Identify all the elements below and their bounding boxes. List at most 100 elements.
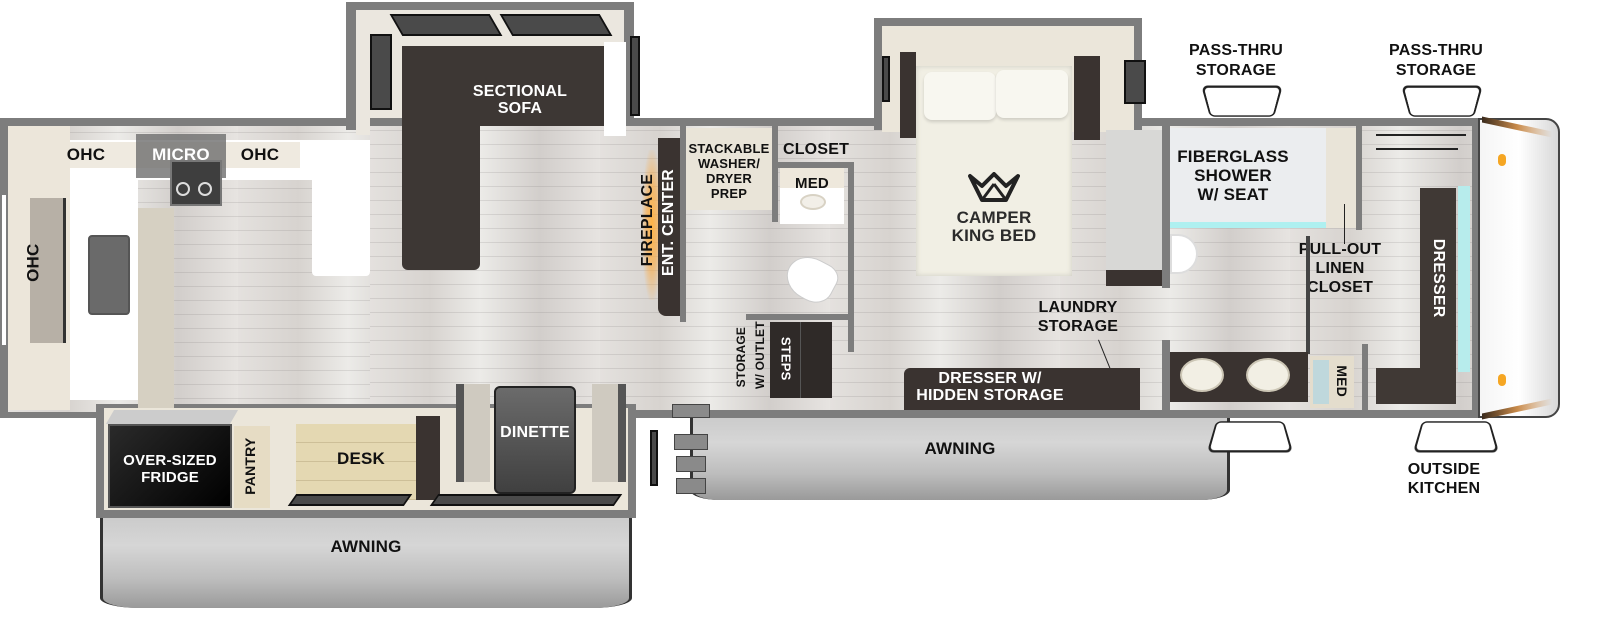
slide-panel (604, 42, 626, 136)
linen-label: CLOSET (1306, 279, 1374, 296)
shower-label: SHOWER (1194, 166, 1272, 185)
dinette-table (494, 386, 576, 494)
steps-label: STEPS (778, 336, 794, 381)
sink-icon (1180, 358, 1224, 392)
half-bath-sink (800, 194, 826, 210)
front-cap (1478, 118, 1560, 418)
sectional-sofa-arm (402, 46, 480, 270)
fridge-label: OVER-SIZED (123, 452, 217, 469)
fiberglass-shower (1170, 128, 1326, 228)
counter-edge (138, 208, 174, 408)
sink-icon (1246, 358, 1290, 392)
step-divider (800, 322, 801, 398)
step (674, 434, 708, 450)
linen-wall (1356, 126, 1362, 230)
dresser-label: DRESSER (1430, 238, 1448, 318)
pillow (924, 72, 996, 120)
linen-label: PULL-OUT (1298, 241, 1382, 258)
front-closet-rods (1376, 148, 1458, 150)
closet-divider (772, 126, 778, 222)
desk (296, 424, 416, 500)
bedroom-window (1124, 60, 1146, 104)
pass-thru-2-label: PASS-THRU (1389, 42, 1483, 59)
ohc-side-label: OHC (23, 243, 43, 282)
front-closet-rods (1376, 134, 1466, 136)
med-cabinet (1310, 356, 1354, 408)
linen-label: LINEN (1315, 260, 1365, 277)
ohc-left-label: OHC (66, 145, 106, 164)
shower-label: W/ SEAT (1197, 185, 1269, 204)
ohc-side-panel (30, 198, 66, 343)
dinette-window (429, 494, 623, 506)
side-window (2, 195, 6, 345)
over-sized-fridge (108, 424, 232, 508)
sofa-window (499, 14, 613, 36)
wardrobe (1106, 130, 1162, 280)
burner-icon (176, 182, 190, 196)
step (676, 456, 706, 472)
interior-steps (770, 322, 832, 398)
linen-leader-line (1344, 204, 1345, 244)
linen-closet-cabinet (1326, 128, 1356, 228)
dinette-label: DINETTE (500, 424, 570, 441)
outside-kitchen-hatch (1412, 421, 1500, 453)
bath-wall-right (848, 162, 854, 352)
ent-center-label: ENT. CENTER (659, 169, 677, 277)
vanity-wall (1162, 340, 1170, 410)
sofa-window (389, 14, 503, 36)
nightstand-left (900, 52, 916, 138)
sofa-label: SOFA (497, 100, 543, 117)
entry-steps (672, 404, 710, 500)
storage-outlet-label: W/ OUTLET (752, 321, 767, 390)
kitchen-counter-right (312, 140, 370, 276)
med-mirror (1313, 360, 1329, 404)
washer-label: DRYER (705, 171, 753, 186)
washer-label: WASHER/ (697, 156, 761, 171)
front-dresser (1420, 188, 1456, 368)
washer-label: PREP (710, 186, 748, 201)
fireplace-glow (642, 150, 662, 300)
pillow (996, 70, 1068, 118)
marker-light (1498, 154, 1506, 166)
pass-thru-2-label: STORAGE (1395, 62, 1477, 79)
pass-thru-hatch-2 (1401, 85, 1483, 117)
front-awning-label: AWNING (924, 439, 996, 458)
master-toilet (1170, 234, 1198, 274)
dresser-hidden-label: DRESSER W/ (938, 370, 1042, 387)
shower-label: FIBERGLASS (1177, 147, 1289, 166)
sofa-label: SECTIONAL (472, 83, 568, 100)
sofa-side-window (630, 36, 640, 116)
fridge-top (105, 410, 239, 424)
bath-wall-bottom (746, 314, 848, 320)
dinette-chair (456, 384, 490, 482)
cooktop (170, 160, 222, 206)
bath-wall-left (680, 126, 686, 322)
fireplace-label: FIREPLACE (638, 173, 656, 267)
med-cabinet-vanity (780, 168, 844, 224)
laundry-storage-label: STORAGE (1037, 318, 1119, 335)
fridge-label: FRIDGE (141, 469, 199, 486)
sofa-side-window (370, 34, 392, 110)
kitchen-sink (88, 235, 130, 315)
laundry-storage-label: LAUNDRY (1038, 299, 1118, 316)
desk-label: DESK (336, 449, 386, 468)
front-dresser-base (1376, 368, 1456, 404)
closet-label: CLOSET (782, 141, 850, 158)
marker-light (1498, 374, 1506, 386)
camper-king-bed (916, 66, 1072, 276)
bedroom-window (882, 56, 890, 102)
ent-center (658, 138, 680, 316)
washer-dryer-prep (686, 128, 772, 210)
pantry-label: PANTRY (241, 437, 258, 495)
master-med-label: MED (1334, 365, 1351, 397)
outside-kitchen-label: OUTSIDE (1407, 461, 1481, 478)
closet-wall (778, 162, 854, 168)
step (676, 478, 706, 494)
pass-thru-1-label: PASS-THRU (1189, 42, 1283, 59)
dresser-hidden-storage (904, 368, 1140, 410)
med-label: MED (795, 175, 829, 192)
rear-awning-label: AWNING (330, 537, 402, 556)
bath-divider (1306, 236, 1310, 354)
front-awning: AWNING (690, 412, 1230, 500)
bed-label: KING BED (951, 226, 1037, 245)
